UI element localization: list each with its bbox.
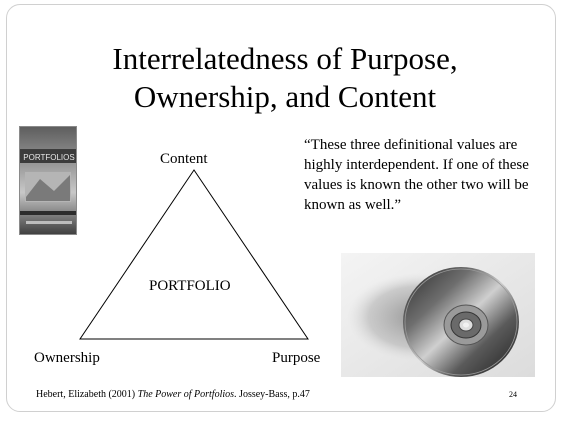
citation: Hebert, Elizabeth (2001) The Power of Po…: [36, 389, 310, 401]
book-cover-image: PORTFOLIOS: [19, 126, 77, 235]
cd-graphic: [341, 253, 535, 377]
triangle-label-purpose: Purpose: [272, 350, 321, 366]
citation-publisher: . Jossey-Bass, p.47: [234, 389, 310, 400]
quote-text: “These three definitional values are hig…: [304, 137, 529, 213]
cd-image: [341, 253, 535, 377]
triangle-label-content: Content: [160, 151, 208, 167]
citation-author: Hebert, Elizabeth (2001): [36, 389, 138, 400]
slide-border: [6, 4, 556, 412]
citation-book-title: The Power of Portfolios: [137, 389, 235, 400]
title-line-2: Ownership, and Content: [133, 79, 437, 114]
triangle-shape: [79, 169, 309, 340]
book-cover-graphic: PORTFOLIOS: [20, 127, 76, 234]
slide-title: Interrelatedness of Purpose, Ownership, …: [40, 40, 530, 116]
triangle-center-label: PORTFOLIO: [149, 278, 231, 294]
triangle-label-ownership: Ownership: [34, 350, 100, 366]
page-number: 24: [509, 390, 517, 399]
title-line-1: Interrelatedness of Purpose,: [112, 41, 458, 76]
book-cover-text: PORTFOLIOS: [23, 153, 74, 162]
